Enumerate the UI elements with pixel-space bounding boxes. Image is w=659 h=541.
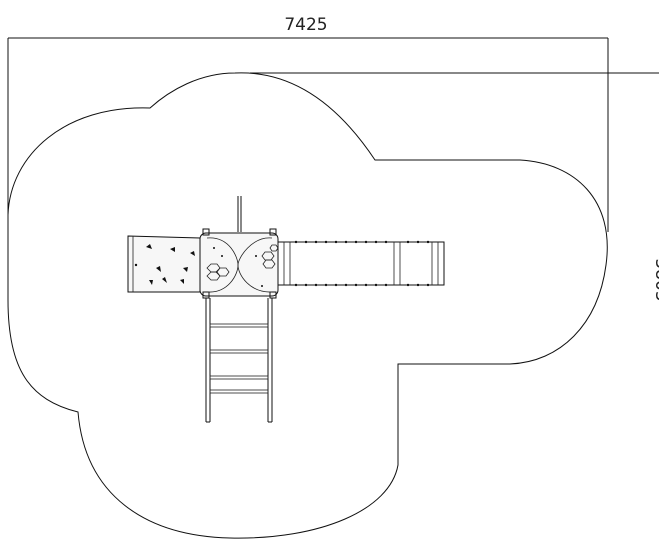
width-dimension-label: 7425 <box>284 15 327 35</box>
dimension-frame <box>7 37 659 232</box>
height-dimension-label: 5805 <box>651 258 659 301</box>
slide <box>277 240 445 287</box>
slide-rail-bottom-bolts <box>294 283 430 287</box>
safety-zone-outline <box>7 72 608 539</box>
ladder <box>205 298 273 423</box>
slide-rail-top-bolts <box>294 240 430 244</box>
deck-platform <box>199 196 279 299</box>
ladder-rungs <box>209 323 269 394</box>
climbing-wall <box>127 235 201 293</box>
hexagon-panel-left <box>206 263 230 281</box>
play-structure <box>127 196 445 423</box>
